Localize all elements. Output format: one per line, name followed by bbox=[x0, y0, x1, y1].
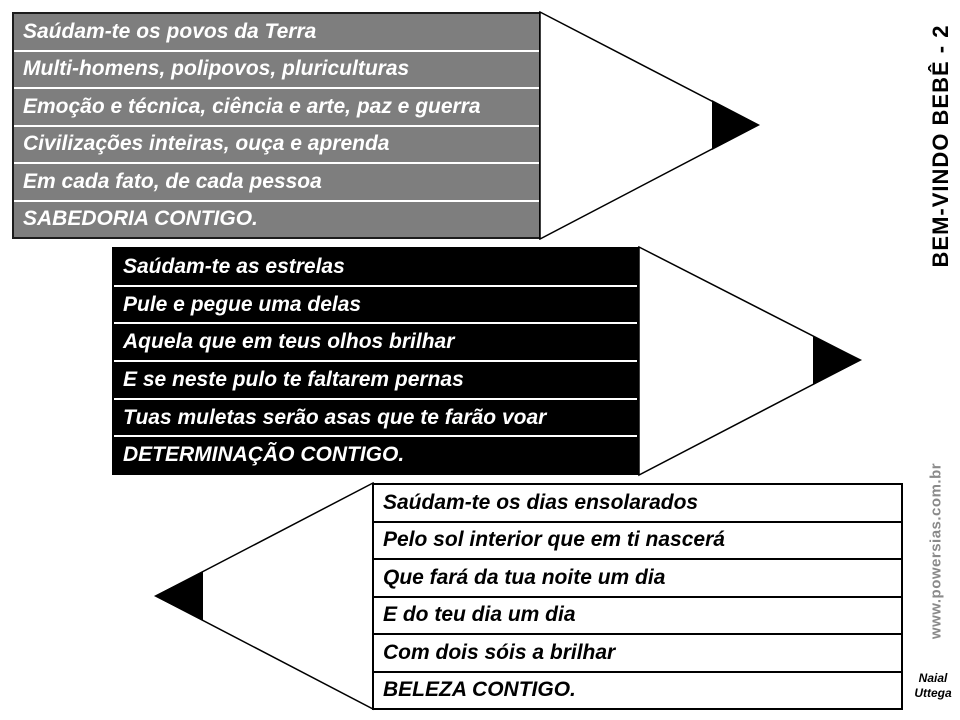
quote-line: Pelo sol interior que em ti nascerá bbox=[374, 520, 901, 559]
quote-line: E se neste pulo te faltarem pernas bbox=[114, 360, 637, 398]
arrow-body-shape bbox=[638, 246, 862, 477]
arrow-tip-shape bbox=[813, 336, 862, 385]
quote-line: Saúdam-te os dias ensolarados bbox=[383, 490, 699, 514]
arrow-tip-shape bbox=[154, 571, 203, 621]
quote-line: Aquela que em teus olhos brilhar bbox=[114, 322, 637, 360]
arrow-body-shape bbox=[539, 11, 760, 240]
arrow-tip-shape bbox=[712, 100, 760, 150]
quote-block-beleza: Saúdam-te os dias ensolarados Pelo sol i… bbox=[372, 483, 903, 710]
author-credit: Naial Uttega bbox=[914, 671, 951, 701]
quote-line: Em cada fato, de cada pessoa bbox=[14, 162, 539, 200]
quote-line: Emoção e técnica, ciência e arte, paz e … bbox=[14, 87, 539, 125]
quote-line-final: BELEZA CONTIGO. bbox=[374, 670, 901, 709]
slide-vertical-title: BEM-VINDO BEBÊ - 2 bbox=[928, 24, 953, 268]
quote-block-determinacao: Saúdam-te as estrelas Pule e pegue uma d… bbox=[112, 247, 639, 475]
quote-line: Tuas muletas serão asas que te farão voa… bbox=[114, 397, 637, 436]
quote-line: Saúdam-te as estrelas bbox=[123, 254, 345, 278]
arrow-right-icon bbox=[638, 246, 862, 477]
arrow-left-icon bbox=[154, 482, 374, 711]
quote-line: Com dois sóis a brilhar bbox=[374, 633, 901, 671]
quote-line-final: SABEDORIA CONTIGO. bbox=[14, 199, 539, 238]
arrow-right-icon bbox=[539, 11, 760, 240]
quote-line: Multi-homens, polipovos, pluriculturas bbox=[14, 49, 539, 88]
author-credit-line2: Uttega bbox=[914, 686, 952, 700]
quote-block-sabedoria: Saúdam-te os povos da Terra Multi-homens… bbox=[12, 12, 541, 239]
quote-line: Que fará da tua noite um dia bbox=[374, 558, 901, 596]
quote-line: Pule e pegue uma delas bbox=[114, 284, 637, 323]
author-credit-line1: Naial bbox=[918, 671, 948, 685]
quote-line: Civilizações inteiras, ouça e aprenda bbox=[14, 124, 539, 163]
website-watermark: www.powersias.com.br bbox=[927, 462, 945, 640]
quote-line: Saúdam-te os povos da Terra bbox=[23, 19, 317, 43]
quote-line: E do teu dia um dia bbox=[374, 595, 901, 634]
quote-line-final: DETERMINAÇÃO CONTIGO. bbox=[114, 435, 637, 473]
